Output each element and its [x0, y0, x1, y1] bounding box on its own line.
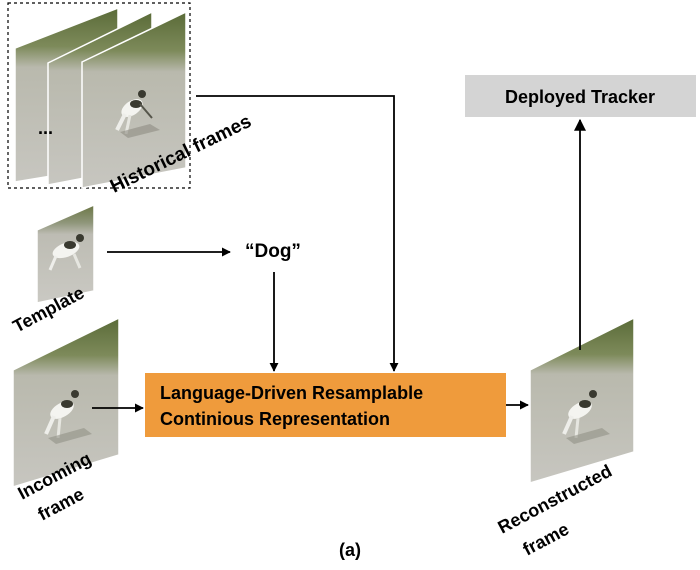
arrows	[92, 95, 586, 413]
ldrc-module: Language-Driven Resamplable Continious R…	[145, 373, 506, 437]
historical-frames-ellipsis: ...	[38, 118, 53, 138]
deployed-tracker-box	[465, 75, 696, 117]
dog-text-prompt: “Dog”	[245, 241, 301, 262]
dog-image-template	[48, 234, 84, 271]
reconstructed-frame-image	[529, 316, 635, 485]
deployed-tracker: Deployed Tracker	[465, 75, 696, 117]
dog-image-historical	[115, 90, 160, 138]
figure-caption: (a)	[339, 540, 361, 560]
incoming-frame-group: Incoming frame	[12, 316, 120, 525]
ldrc-title-line2: Continious Representation	[160, 409, 390, 429]
ldrc-title-line1: Language-Driven Resamplable	[160, 383, 423, 403]
dog-image-reconstructed	[562, 390, 610, 444]
reconstructed-frame-group: Reconstructed frame	[494, 316, 635, 560]
ldrc-box	[145, 373, 506, 437]
deployed-tracker-label: Deployed Tracker	[505, 87, 655, 107]
historical-frames-group: ... Historical frames	[7, 2, 255, 197]
historical-frames-border	[7, 2, 191, 189]
template-group: Template	[9, 203, 95, 337]
dog-image-incoming	[44, 390, 92, 444]
arrow-historical-to-ldrc	[196, 95, 399, 372]
